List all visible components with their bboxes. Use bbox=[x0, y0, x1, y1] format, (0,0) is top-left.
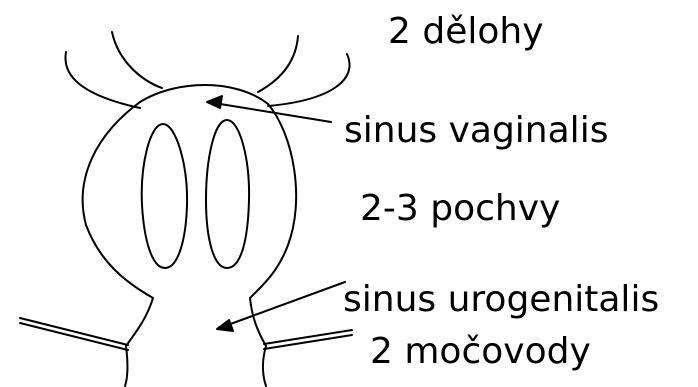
left-vagina-ellipse bbox=[142, 124, 187, 268]
right-uterine-horn bbox=[268, 54, 350, 106]
ureters-label: 2 močovody bbox=[370, 334, 591, 370]
right-inner-horn bbox=[258, 36, 298, 92]
sinus-vaginalis-arrowhead bbox=[207, 96, 222, 108]
sinus-urogenitalis-arrowhead bbox=[217, 320, 233, 331]
left-ureter-line-a bbox=[20, 318, 128, 345]
left-inner-horn bbox=[112, 32, 162, 88]
sinus-vaginalis-label: sinus vaginalis bbox=[344, 113, 608, 149]
sinus-urogenitalis-label: sinus urogenitalis bbox=[343, 282, 659, 318]
right-vagina-ellipse bbox=[206, 120, 249, 268]
uterus-label: 2 dělohy bbox=[388, 14, 544, 50]
sinus-urogenitalis-arrow-shaft bbox=[225, 282, 345, 326]
left-uterine-horn bbox=[65, 52, 140, 108]
sinus-body-outline-right bbox=[250, 104, 296, 386]
vaginas-label: 2-3 pochvy bbox=[360, 191, 560, 227]
left-ureter-line-b bbox=[20, 323, 128, 350]
